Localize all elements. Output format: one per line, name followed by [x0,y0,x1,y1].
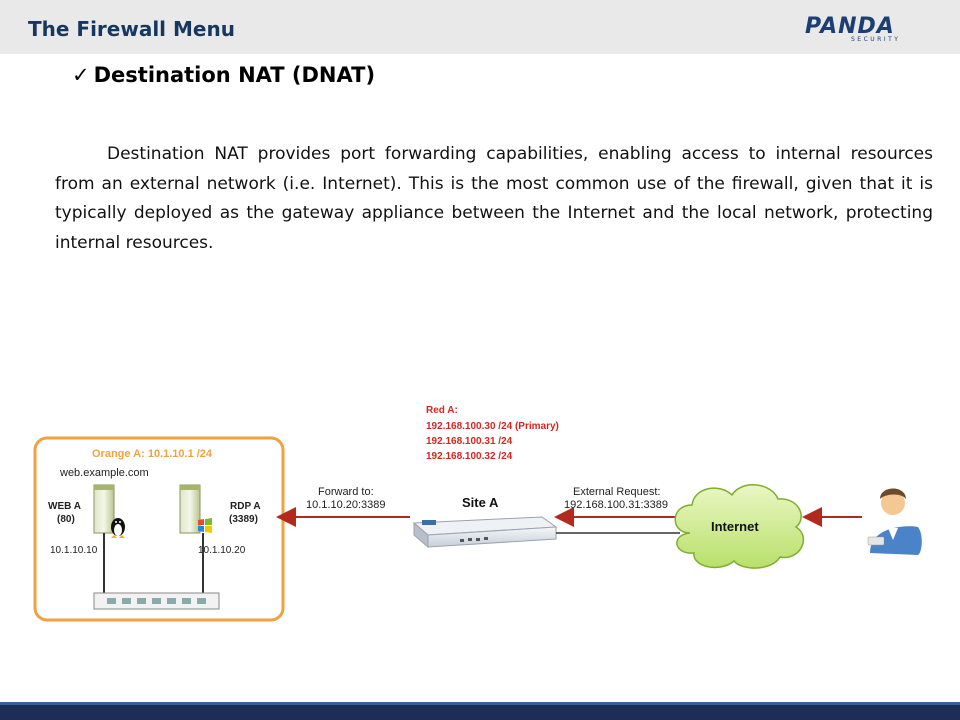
page-title: The Firewall Menu [28,17,235,41]
forward-label: Forward to: [318,486,374,498]
red-zone-title: Red A: [426,405,458,416]
dnat-diagram: Orange A: 10.1.10.1 /24 web.example.com … [33,405,922,622]
external-request-label: External Request: [573,486,660,498]
rdp-server-ip: 10.1.10.20 [198,545,246,556]
header-bar: The Firewall Menu PANDA SECURITY [0,0,960,54]
internet-cloud-icon [674,484,805,569]
red-zone-ip-3: 192.168.100.32 /24 [426,451,513,462]
red-zone-ip-1: 192.168.100.30 /24 (Primary) [426,421,559,432]
external-request-target: 192.168.100.31:3389 [564,499,668,511]
windows-logo-icon [198,518,212,533]
rdp-server-icon [179,484,201,534]
network-switch-icon [93,592,220,610]
forward-target: 10.1.10.20:3389 [306,499,386,511]
web-server-port: (80) [57,514,75,525]
section-heading: ✓Destination NAT (DNAT) [72,63,375,87]
red-zone-ip-2: 192.168.100.31 /24 [426,436,513,447]
web-server-name: WEB A [48,501,81,512]
description-paragraph: Destination NAT provides port forwarding… [55,144,933,253]
footer-stripe [0,702,960,705]
footer-bar [0,702,960,720]
internet-label: Internet [711,519,759,534]
user-icon [867,488,922,555]
rdp-server-name: RDP A [230,501,261,512]
rdp-server-port: (3389) [229,514,258,525]
logo-wordmark: PANDA [805,14,895,39]
web-server-icon [93,484,115,534]
web-server-ip: 10.1.10.10 [50,545,98,556]
linux-penguin-icon [111,518,125,538]
orange-zone-box [33,436,285,622]
orange-zone-label: Orange A: 10.1.10.1 /24 [92,448,213,460]
domain-label: web.example.com [59,467,149,479]
logo-tagline: SECURITY [851,36,901,43]
checkmark-icon: ✓ [72,63,90,87]
panda-security-logo: PANDA SECURITY [805,14,915,44]
firewall-appliance-icon [412,516,558,549]
section-heading-text: Destination NAT (DNAT) [93,63,376,87]
site-label: Site A [462,495,499,510]
